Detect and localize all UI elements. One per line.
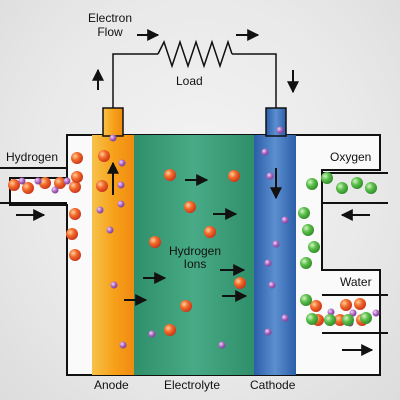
cathode-label: Cathode xyxy=(250,378,296,392)
anode-terminal xyxy=(102,107,124,137)
electron-10 xyxy=(106,226,114,234)
oxygen-label: Oxygen xyxy=(330,150,372,164)
electron-19 xyxy=(272,240,280,248)
electron-21 xyxy=(268,281,276,289)
electron-22 xyxy=(281,314,289,322)
hydrogen-ion-9 xyxy=(66,228,78,240)
electron-17 xyxy=(266,172,274,180)
oxygen-molecule-1 xyxy=(306,178,318,190)
electron-18 xyxy=(281,216,289,224)
electron-flow-label-line1: Electron xyxy=(88,11,133,25)
electron-1 xyxy=(18,177,26,185)
oxygen-molecule-9 xyxy=(300,257,312,269)
oxygen-molecule-3 xyxy=(336,182,348,194)
oxygen-molecule-11 xyxy=(306,313,318,325)
electron-2 xyxy=(34,177,42,185)
electron-20 xyxy=(264,259,272,267)
anode-label: Anode xyxy=(94,378,129,392)
electron-12 xyxy=(119,341,127,349)
electron-23 xyxy=(264,328,272,336)
hydrogen-ion-18 xyxy=(164,324,176,336)
hydrogen-ion-21 xyxy=(340,299,352,311)
electron-24 xyxy=(327,308,335,316)
oxygen-molecule-5 xyxy=(365,182,377,194)
external-circuit-wire xyxy=(112,39,277,108)
electron-13 xyxy=(148,330,156,338)
load-label: Load xyxy=(176,74,203,88)
hydrogen-ion-22 xyxy=(354,298,366,310)
electron-7 xyxy=(117,181,125,189)
electron-26 xyxy=(372,309,380,317)
water-outlet-pipe xyxy=(322,294,388,334)
electron-flow-label-line2: Flow xyxy=(97,25,123,39)
hydrogen-ion-2 xyxy=(22,182,34,194)
oxygen-molecule-14 xyxy=(360,312,372,324)
electron-9 xyxy=(117,200,125,208)
hydrogen-ions-label-line1: Hydrogen xyxy=(169,244,222,258)
oxygen-molecule-6 xyxy=(298,207,310,219)
oxygen-molecule-7 xyxy=(302,224,314,236)
electron-6 xyxy=(118,159,126,167)
electrolyte-label: Electrolyte xyxy=(164,378,221,392)
electron-4 xyxy=(63,177,71,185)
hydrogen-ion-10 xyxy=(69,249,81,261)
particles xyxy=(8,126,380,349)
water-label: Water xyxy=(340,275,372,289)
electron-14 xyxy=(218,341,226,349)
oxygen-molecule-13 xyxy=(342,314,354,326)
electron-15 xyxy=(276,126,284,134)
hydrogen-ion-13 xyxy=(164,169,176,181)
oxygen-molecule-4 xyxy=(351,177,363,189)
electron-flow-label: Electron Flow xyxy=(88,11,132,39)
hydrogen-ion-16 xyxy=(149,236,161,248)
hydrogen-ion-12 xyxy=(96,180,108,192)
hydrogen-inlet-pipe xyxy=(0,167,67,204)
oxygen-molecule-12 xyxy=(324,314,336,326)
hydrogen-ions-label: Hydrogen Ions xyxy=(169,245,221,271)
oxygen-molecule-10 xyxy=(300,294,312,306)
hydrogen-ion-7 xyxy=(71,171,83,183)
hydrogen-ion-23 xyxy=(310,300,322,312)
hydrogen-ion-3 xyxy=(39,177,51,189)
electron-8 xyxy=(96,206,104,214)
hydrogen-ion-15 xyxy=(204,226,216,238)
electron-3 xyxy=(51,186,59,194)
oxygen-molecule-2 xyxy=(321,172,333,184)
electron-25 xyxy=(349,309,357,317)
hydrogen-ion-1 xyxy=(8,179,20,191)
hydrogen-ions-label-line2: Ions xyxy=(183,257,207,271)
electron-11 xyxy=(110,281,118,289)
oxygen-inlet-pipe xyxy=(322,172,388,204)
hydrogen-ion-19 xyxy=(228,170,240,182)
electron-16 xyxy=(261,148,269,156)
hydrogen-ion-4 xyxy=(54,177,66,189)
hydrogen-ion-5 xyxy=(69,181,81,193)
oxygen-molecule-8 xyxy=(308,241,320,253)
hydrogen-ion-11 xyxy=(98,150,110,162)
hydrogen-inlet-label: Hydrogen xyxy=(6,150,59,164)
hydrogen-ion-8 xyxy=(69,208,81,220)
hydrogen-ion-17 xyxy=(180,300,192,312)
hydrogen-ion-20 xyxy=(234,277,246,289)
electron-5 xyxy=(109,134,117,142)
hydrogen-ion-6 xyxy=(71,152,83,164)
hydrogen-ion-14 xyxy=(184,201,196,213)
